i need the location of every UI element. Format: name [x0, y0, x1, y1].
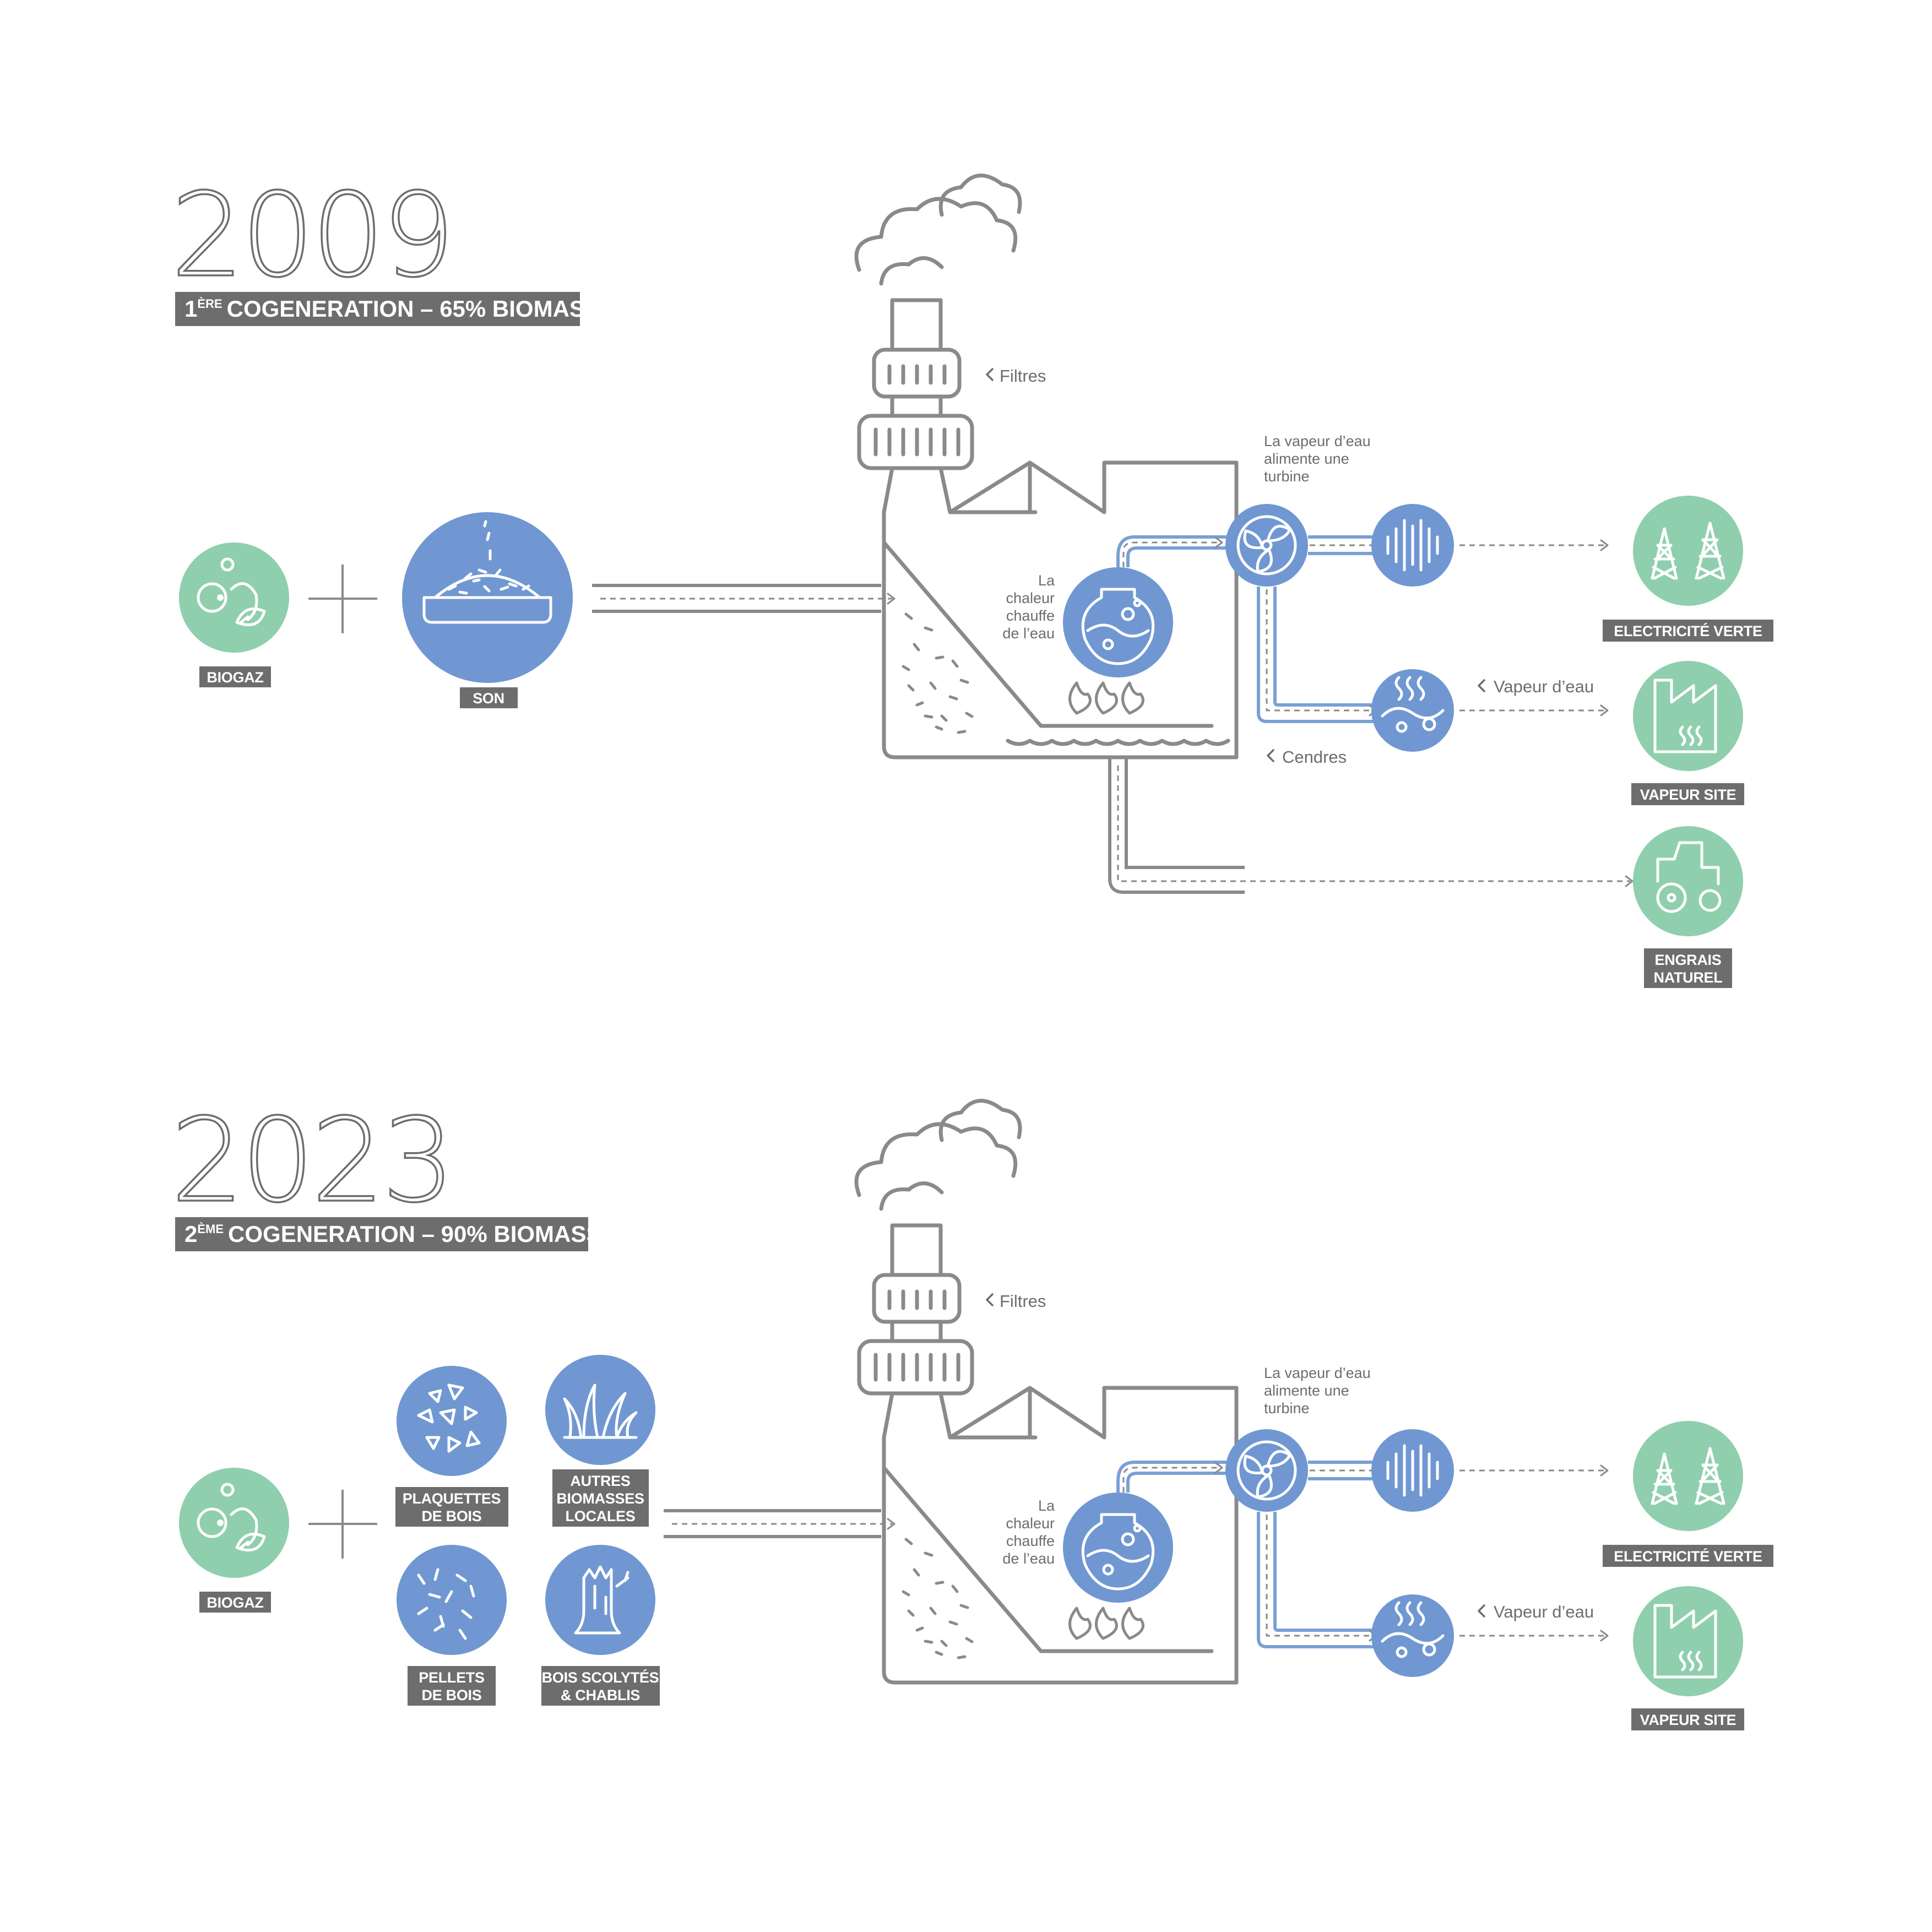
pellets-label-2: DE BOIS — [422, 1687, 482, 1703]
tractor-icon — [1656, 841, 1722, 913]
turbine-icon — [1236, 515, 1297, 576]
boiler-circle — [1063, 567, 1173, 677]
vapeur-site-label: VAPEUR SITE — [1640, 786, 1736, 803]
boiler-circle-2023 — [1063, 1493, 1173, 1603]
plaquettes-label-2: DE BOIS — [422, 1508, 482, 1524]
pellets-icon — [417, 1568, 475, 1640]
scolytes-circle — [545, 1545, 655, 1655]
electricite-label-2023: ELECTRICITÉ VERTE — [1614, 1548, 1762, 1565]
biogaz-circle-2023 — [179, 1468, 289, 1578]
note-chaleur-2023-1: La — [1038, 1497, 1055, 1514]
note-vapeur-turbine-1: La vapeur d’eau — [1264, 433, 1371, 449]
plaquettes-label-1: PLAQUETTES — [403, 1490, 501, 1507]
autres-circle — [545, 1355, 655, 1465]
note-cendres: Cendres — [1282, 747, 1347, 767]
tree-stump-icon — [574, 1565, 629, 1635]
note-chaleur-4: de l’eau — [1002, 625, 1055, 642]
pellets-label-1: PELLETS — [419, 1669, 484, 1686]
biogaz-circle — [179, 542, 289, 653]
biogaz-label: BIOGAZ — [207, 669, 263, 686]
boiler-icon — [1081, 588, 1155, 665]
note-vapeur-turbine-2: alimente une — [1264, 451, 1349, 467]
note-filtres: Filtres — [1000, 366, 1046, 386]
engrais-label-1: ENGRAIS — [1655, 952, 1722, 968]
note-chaleur-3: chauffe — [1006, 607, 1055, 624]
note-vapeur-turbine-2023-3: turbine — [1264, 1400, 1310, 1417]
steam-circle — [1371, 669, 1454, 752]
note-chaleur-2: chaleur — [1006, 590, 1055, 606]
factory-2009 — [856, 176, 1633, 894]
factory-icon — [1653, 1604, 1717, 1679]
electricite-label: ELECTRICITÉ VERTE — [1614, 622, 1762, 639]
note-chaleur-2023-3: chauffe — [1006, 1533, 1055, 1549]
note-vapeur-eau-2023: Vapeur d’eau — [1494, 1602, 1594, 1621]
factory-icon — [1653, 679, 1717, 753]
pylon-icon — [1651, 1447, 1725, 1505]
scolytes-label-2: & CHABLIS — [561, 1687, 640, 1703]
wood-chips-icon — [417, 1383, 481, 1453]
year-2023: 2023 — [171, 1093, 452, 1228]
boiler-icon — [1081, 1513, 1155, 1591]
steam-circle-2023 — [1371, 1594, 1454, 1677]
electricite-circle — [1633, 496, 1743, 606]
biogaz-icon — [197, 557, 266, 626]
pylon-icon — [1651, 522, 1725, 580]
scolytes-label-1: BOIS SCOLYTÉS — [542, 1669, 659, 1686]
vapeur-site-circle-2023 — [1633, 1586, 1743, 1696]
vapeur-site-circle — [1633, 661, 1743, 771]
note-vapeur-turbine-3: turbine — [1264, 468, 1310, 485]
banner-2009-bg — [175, 292, 580, 326]
factory-2023 — [856, 1101, 1236, 1683]
note-vapeur-turbine-2023-1: La vapeur d’eau — [1264, 1365, 1371, 1381]
note-filtres-2023: Filtres — [1000, 1291, 1046, 1311]
grass-icon — [563, 1383, 638, 1439]
note-chaleur-1: La — [1038, 572, 1055, 589]
note-chaleur-2023-4: de l’eau — [1002, 1550, 1055, 1567]
note-chaleur-2023-2: chaleur — [1006, 1515, 1055, 1532]
biogaz-icon — [197, 1483, 266, 1551]
soundwave-icon — [1386, 1444, 1439, 1497]
plus-sign — [308, 565, 377, 633]
vapeur-site-label-2023: VAPEUR SITE — [1640, 1712, 1736, 1728]
year-2009: 2009 — [171, 168, 452, 303]
biogaz-label-2023: BIOGAZ — [207, 1594, 263, 1611]
autres-label-1: AUTRES — [570, 1473, 630, 1489]
plus-sign-2023 — [308, 1490, 377, 1559]
note-vapeur-turbine-2023-2: alimente une — [1264, 1382, 1349, 1399]
steam-icon — [1381, 1601, 1445, 1658]
electricite-circle-2023 — [1633, 1421, 1743, 1531]
turbine-icon — [1236, 1440, 1297, 1501]
son-label: SON — [473, 690, 504, 707]
engrais-label-2: NATUREL — [1654, 969, 1723, 986]
feed-pipe — [592, 584, 881, 613]
autres-label-2: BIOMASSES — [556, 1490, 644, 1507]
autres-label-3: LOCALES — [566, 1508, 636, 1524]
soundwave-icon — [1386, 519, 1439, 572]
bran-bowl-icon — [422, 520, 552, 624]
steam-icon — [1381, 676, 1445, 733]
note-vapeur-eau: Vapeur d’eau — [1494, 677, 1594, 696]
pellets-circle — [397, 1545, 507, 1655]
